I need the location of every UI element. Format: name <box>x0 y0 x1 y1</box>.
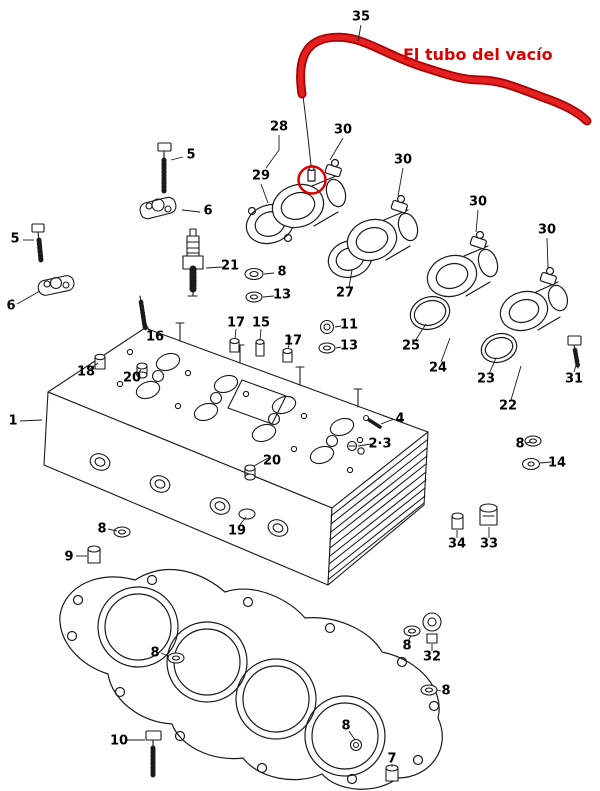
part-label-17: 17 <box>226 315 246 331</box>
dowel-20-a <box>136 362 148 379</box>
plug-32 <box>422 612 442 644</box>
washer-8-right <box>524 435 542 447</box>
part-label-19: 19 <box>227 523 247 539</box>
intake-boot-1 <box>245 158 347 245</box>
cam-cap-6-top <box>139 196 177 220</box>
part-label-24: 24 <box>428 360 448 376</box>
part-label-20: 20 <box>122 370 142 386</box>
part-label-17: 17 <box>283 333 303 349</box>
part-label-27: 27 <box>335 285 355 301</box>
vacuum-circle-annotation <box>297 165 327 195</box>
part-label-10: 10 <box>109 733 129 749</box>
part-label-18: 18 <box>76 364 96 380</box>
part-label-7: 7 <box>387 751 397 767</box>
part-label-30: 30 <box>468 194 488 210</box>
part-label-5: 5 <box>10 231 20 247</box>
clamp-30-a <box>324 158 342 178</box>
part-label-30: 30 <box>537 222 557 238</box>
part-label-8: 8 <box>515 436 525 452</box>
part-label-6: 6 <box>203 203 213 219</box>
part-label-13: 13 <box>339 338 359 354</box>
dowel-9 <box>87 545 101 564</box>
washer-14 <box>521 457 541 471</box>
bolt-10 <box>145 730 162 778</box>
part-label-31: 31 <box>564 371 584 387</box>
washer-13-b <box>318 342 336 354</box>
part-label-9: 9 <box>64 549 74 565</box>
part-label-2·3: 2·3 <box>368 436 392 452</box>
bolt-31 <box>567 335 582 370</box>
hose-connector-line <box>302 95 312 167</box>
part-label-16: 16 <box>145 329 165 345</box>
annotation-text: El tubo del vacío <box>403 45 553 64</box>
intake-boot-3 <box>409 230 499 331</box>
part-label-11: 11 <box>339 317 359 333</box>
leader-lines <box>16 24 578 767</box>
part-label-23: 23 <box>476 371 496 387</box>
part-label-25: 25 <box>401 338 421 354</box>
part-label-8: 8 <box>97 521 107 537</box>
dowel-15 <box>255 339 265 357</box>
intake-boots-drawing <box>245 158 569 364</box>
part-label-30: 30 <box>393 152 413 168</box>
dowel-17-b <box>282 347 293 363</box>
part-label-4: 4 <box>395 411 405 427</box>
part-label-32: 32 <box>422 649 442 665</box>
part-label-8: 8 <box>277 264 287 280</box>
part-label-35: 35 <box>351 9 371 25</box>
washer-8-b <box>113 526 131 538</box>
plug-33 <box>479 503 498 526</box>
cap-7 <box>385 764 399 782</box>
bolt-5-top <box>157 142 172 194</box>
head-gasket-drawing <box>59 568 443 790</box>
part-label-8: 8 <box>341 718 351 734</box>
part-label-8: 8 <box>441 683 451 699</box>
part-label-6: 6 <box>6 298 16 314</box>
cam-cap-6-left <box>37 275 75 296</box>
clamp-30-b <box>390 194 408 214</box>
cap-nut-11 <box>319 319 335 335</box>
screws-2-3 <box>346 440 365 455</box>
part-label-30: 30 <box>333 122 353 138</box>
part-label-15: 15 <box>251 315 271 331</box>
stud-16 <box>138 295 148 331</box>
dowel-17-a <box>229 337 240 353</box>
part-label-22: 22 <box>498 398 518 414</box>
part-label-34: 34 <box>447 536 467 552</box>
part-label-13: 13 <box>272 287 292 303</box>
stud-4 <box>362 414 382 429</box>
washer-13-a <box>245 291 263 303</box>
part-label-5: 5 <box>186 147 196 163</box>
part-label-29: 29 <box>251 168 271 184</box>
part-label-14: 14 <box>547 455 567 471</box>
dowel-20-b <box>244 464 256 481</box>
washer-8-a <box>244 267 264 281</box>
part-label-20: 20 <box>262 453 282 469</box>
intake-boot-4 <box>480 266 569 364</box>
bolt-5-left <box>31 223 45 264</box>
spark-plug-21 <box>182 228 204 297</box>
clamp-30-d <box>539 266 557 286</box>
plug-34 <box>451 512 464 530</box>
part-label-21: 21 <box>220 258 240 274</box>
intake-boot-2 <box>327 194 419 279</box>
washer-8-f <box>167 652 185 664</box>
dowel-18 <box>94 353 106 370</box>
part-label-28: 28 <box>269 119 289 135</box>
nut-8-e <box>349 738 363 752</box>
washer-8-c <box>403 625 421 637</box>
vacuum-hose <box>296 32 592 126</box>
part-label-33: 33 <box>479 536 499 552</box>
part-label-1: 1 <box>8 413 18 429</box>
washer-8-d <box>420 684 438 696</box>
part-label-8: 8 <box>402 638 412 654</box>
part-label-8: 8 <box>150 645 160 661</box>
small-parts-drawing <box>31 142 582 782</box>
clamp-30-c <box>469 230 487 250</box>
